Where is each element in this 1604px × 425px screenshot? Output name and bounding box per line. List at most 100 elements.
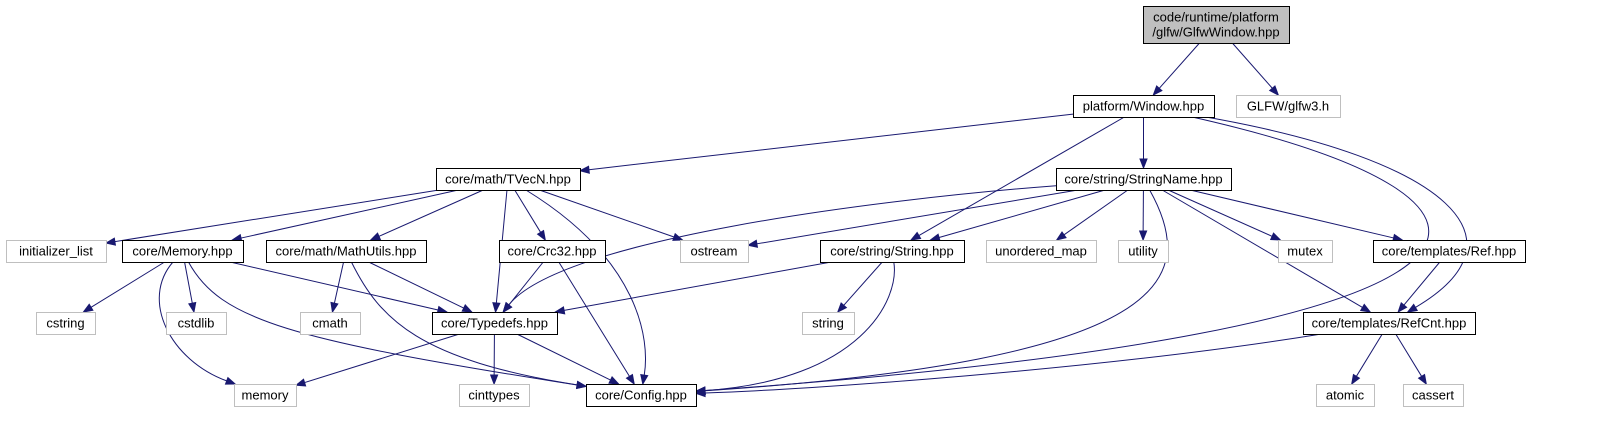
- node-stringname[interactable]: core/string/StringName.hpp: [1056, 168, 1232, 191]
- node-label-cassert: cassert: [1412, 388, 1454, 403]
- edge-typedefs-to-memory: [304, 333, 460, 384]
- node-label-refcnt: core/templates/RefCnt.hpp: [1312, 316, 1467, 331]
- node-label-stringname: core/string/StringName.hpp: [1064, 172, 1222, 187]
- edge-crc32-to-typedefs: [508, 261, 544, 306]
- edge-root-to-window: [1158, 42, 1200, 89]
- edge-arrowhead-typedefs-to-memory: [294, 378, 307, 387]
- node-box-stringname: [1056, 168, 1232, 191]
- edge-memoryhpp-to-typedefs: [230, 261, 439, 311]
- node-box-memoryhpp: [122, 240, 244, 263]
- node-memoryhpp[interactable]: core/Memory.hpp: [122, 240, 244, 263]
- node-memory: memory: [234, 384, 297, 407]
- node-refcnt[interactable]: core/templates/RefCnt.hpp: [1303, 312, 1476, 335]
- node-box-window: [1073, 95, 1215, 118]
- node-tvecn[interactable]: core/math/TVecN.hpp: [436, 168, 581, 191]
- node-label-typedefs: core/Typedefs.hpp: [441, 316, 548, 331]
- edge-arrowhead-window-to-tvecn: [578, 165, 590, 174]
- edge-arrowhead-stringname-to-mutex: [1269, 232, 1282, 241]
- edge-tvecn-to-config: [525, 189, 646, 376]
- node-label-stringhpp: core/string/String.hpp: [830, 244, 954, 259]
- node-label-unordered_map: unordered_map: [995, 244, 1087, 259]
- edge-memoryhpp-to-cstdlib: [184, 261, 193, 304]
- node-box-cinttypes: [459, 384, 530, 407]
- edge-stringname-to-ref: [1190, 189, 1394, 239]
- node-label-crc32: core/Crc32.hpp: [508, 244, 597, 259]
- edge-arrowhead-window-to-refcnt: [1406, 303, 1419, 313]
- edge-stringhpp-to-config: [704, 261, 895, 392]
- edge-refcnt-to-config: [704, 333, 1322, 394]
- edge-arrowhead-typedefs-to-config: [608, 376, 620, 385]
- edge-ref-to-refcnt: [1403, 261, 1441, 306]
- edge-tvecn-to-ostream: [539, 189, 675, 238]
- edge-stringhpp-to-typedefs: [563, 261, 832, 311]
- node-box-config: [586, 384, 697, 407]
- edge-tvecn-to-mathutils: [378, 189, 484, 237]
- edge-arrowhead-mathutils-to-config: [575, 380, 588, 389]
- edge-arrowhead-tvecn-to-typedefs: [492, 302, 501, 314]
- edge-arrowhead-refcnt-to-config: [694, 388, 706, 398]
- node-box-cstring: [36, 312, 96, 335]
- nodes-layer: code/runtime/platform/glfw/GlfwWindow.hp…: [6, 6, 1526, 407]
- node-window[interactable]: platform/Window.hpp: [1073, 95, 1215, 118]
- edge-arrowhead-stringname-to-ostream: [746, 239, 759, 248]
- node-cassert: cassert: [1403, 384, 1464, 407]
- edge-arrowhead-stringhpp-to-string: [836, 302, 848, 314]
- node-box-glfw3: [1236, 95, 1341, 118]
- node-cmath: cmath: [300, 312, 361, 335]
- node-label-utility: utility: [1128, 244, 1158, 259]
- node-label-window: platform/Window.hpp: [1083, 99, 1204, 114]
- node-mathutils[interactable]: core/math/MathUtils.hpp: [266, 240, 427, 263]
- node-ref[interactable]: core/templates/Ref.hpp: [1373, 240, 1526, 263]
- node-initlist: initializer_list: [6, 240, 107, 263]
- edge-arrowhead-tvecn-to-mathutils: [369, 232, 382, 241]
- edge-arrowhead-ref-to-refcnt: [1397, 301, 1408, 314]
- node-utility: utility: [1118, 240, 1169, 263]
- node-cinttypes: cinttypes: [459, 384, 530, 407]
- edge-arrowhead-tvecn-to-config: [640, 373, 649, 386]
- node-box-tvecn: [436, 168, 581, 191]
- edge-arrowhead-stringname-to-unordered_map: [1055, 231, 1067, 241]
- node-label-cstdlib: cstdlib: [178, 316, 215, 331]
- edge-stringname-to-typedefs: [508, 185, 1057, 306]
- node-stringhpp[interactable]: core/string/String.hpp: [820, 240, 965, 263]
- node-box-string: [802, 312, 855, 335]
- node-box-cmath: [300, 312, 361, 335]
- edge-window-to-refcnt: [1205, 116, 1468, 308]
- node-config[interactable]: core/Config.hpp: [586, 384, 697, 407]
- node-string: string: [802, 312, 855, 335]
- edge-refcnt-to-cassert: [1395, 333, 1423, 377]
- node-box-utility: [1118, 240, 1169, 263]
- edge-arrowhead-memoryhpp-to-cstring: [82, 303, 94, 313]
- edge-tvecn-to-memoryhpp: [240, 189, 459, 239]
- node-label-initlist: initializer_list: [19, 244, 93, 259]
- edge-stringname-to-stringhpp: [938, 189, 1106, 239]
- edge-arrowhead-root-to-glfw3: [1268, 85, 1280, 97]
- node-box-mathutils: [266, 240, 427, 263]
- edge-arrowhead-stringname-to-stringhpp: [929, 233, 941, 242]
- edge-stringname-to-ostream: [756, 189, 1078, 245]
- edge-refcnt-to-atomic: [1355, 333, 1383, 377]
- edge-typedefs-to-config: [516, 333, 611, 381]
- node-typedefs[interactable]: core/Typedefs.hpp: [432, 312, 558, 335]
- edge-arrowhead-memoryhpp-to-cstdlib: [188, 301, 197, 314]
- node-label-string: string: [812, 316, 844, 331]
- node-box-crc32: [499, 240, 606, 263]
- edge-stringname-to-refcnt: [1161, 189, 1363, 308]
- node-box-refcnt: [1303, 312, 1476, 335]
- edge-arrowhead-typedefs-to-cinttypes: [489, 374, 499, 386]
- edge-crc32-to-config: [558, 261, 630, 377]
- node-cstring: cstring: [36, 312, 96, 335]
- edge-memoryhpp-to-cstring: [90, 261, 165, 308]
- node-box-ref: [1373, 240, 1526, 263]
- node-crc32[interactable]: core/Crc32.hpp: [499, 240, 606, 263]
- node-box-mutex: [1278, 240, 1333, 263]
- edge-arrowhead-window-to-stringname: [1139, 158, 1148, 170]
- edge-arrowhead-refcnt-to-cassert: [1417, 373, 1427, 386]
- edge-arrowhead-window-to-stringhpp: [909, 231, 922, 241]
- edge-arrowhead-tvecn-to-initlist: [104, 237, 117, 246]
- edge-arrowhead-tvecn-to-crc32: [536, 229, 546, 242]
- node-label-mathutils: core/math/MathUtils.hpp: [276, 244, 417, 259]
- edge-arrowhead-stringname-to-utility: [1138, 230, 1148, 242]
- edge-tvecn-to-initlist: [114, 189, 440, 243]
